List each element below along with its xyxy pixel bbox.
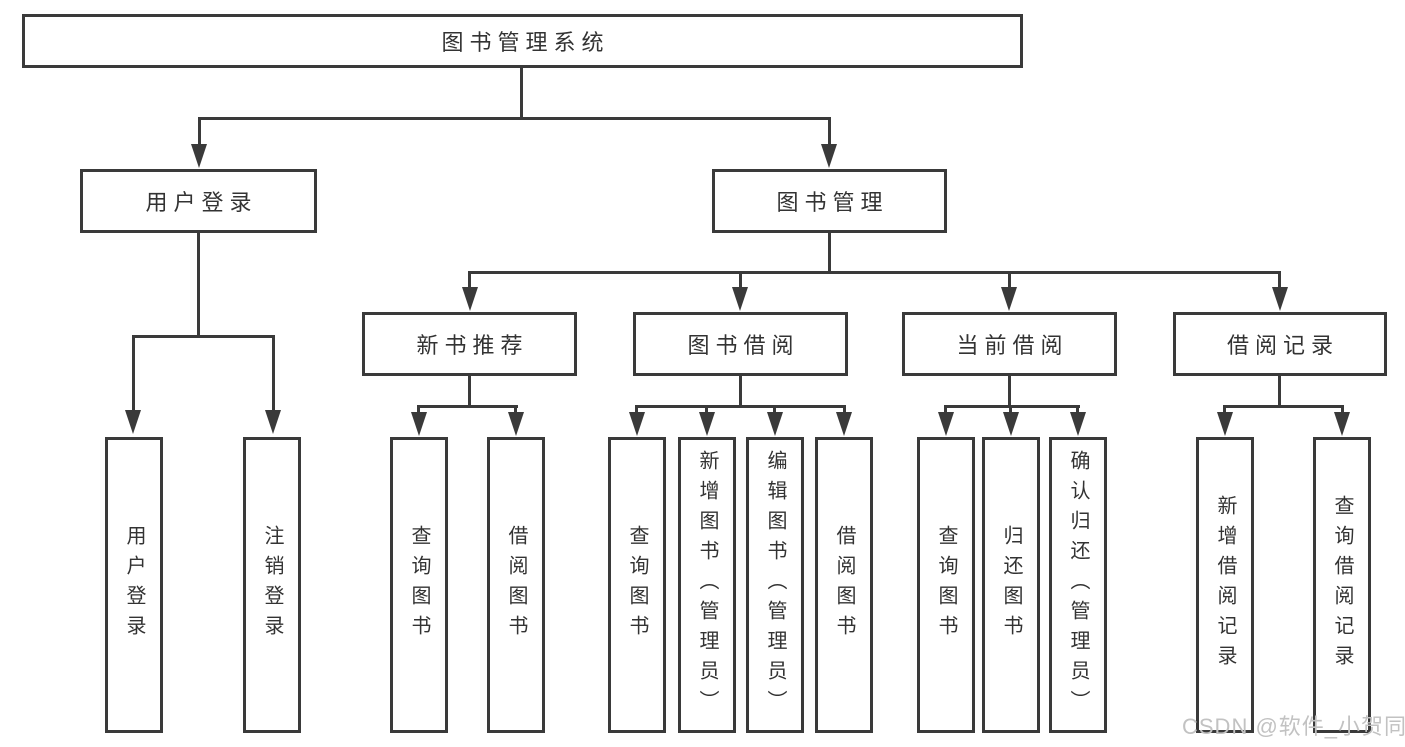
connector-arrowhead xyxy=(938,412,954,436)
connector-line xyxy=(1008,376,1011,407)
connector-line xyxy=(197,233,200,335)
leaf-borrow-books-borrowing: 借阅图书 xyxy=(815,437,873,733)
leaf-add-borrowing-record: 新增借阅记录 xyxy=(1196,437,1254,733)
connector-line xyxy=(635,405,638,415)
connector-line xyxy=(944,405,1080,408)
node-book-management: 图书管理 xyxy=(712,169,947,233)
connector-line xyxy=(132,335,135,410)
leaf-label: 归还图书 xyxy=(1000,525,1022,645)
leaf-label: 编辑图书（管理员） xyxy=(764,450,786,720)
connector-line xyxy=(1076,405,1079,415)
connector-arrowhead xyxy=(411,412,427,436)
connector-line xyxy=(1223,405,1226,415)
leaf-label: 确认归还（管理员） xyxy=(1067,450,1089,720)
connector-arrowhead xyxy=(1272,287,1288,311)
leaf-label: 借阅图书 xyxy=(833,525,855,645)
leaf-label: 查询图书 xyxy=(408,525,430,645)
leaf-edit-books-admin: 编辑图书（管理员） xyxy=(746,437,804,733)
node-book-borrowing: 图书借阅 xyxy=(633,312,848,376)
leaf-add-books-admin: 新增图书（管理员） xyxy=(678,437,736,733)
leaf-label: 查询图书 xyxy=(626,525,648,645)
connector-arrowhead xyxy=(699,412,715,436)
connector-arrowhead xyxy=(1070,412,1086,436)
connector-line xyxy=(944,405,947,415)
connector-line xyxy=(417,405,518,408)
connector-line xyxy=(132,335,275,338)
connector-line xyxy=(739,376,742,407)
leaf-query-books-recommend: 查询图书 xyxy=(390,437,448,733)
connector-line xyxy=(705,405,708,415)
node-borrowing-records: 借阅记录 xyxy=(1173,312,1387,376)
node-library-management-system: 图书管理系统 xyxy=(22,14,1023,68)
connector-arrowhead xyxy=(1217,412,1233,436)
connector-line xyxy=(468,271,471,289)
leaf-user-login: 用户登录 xyxy=(105,437,163,733)
leaf-query-books-borrowing: 查询图书 xyxy=(608,437,666,733)
connector-arrowhead xyxy=(265,410,281,434)
connector-line xyxy=(1341,405,1344,415)
connector-arrowhead xyxy=(836,412,852,436)
connector-line xyxy=(468,376,471,407)
node-user-login: 用户登录 xyxy=(80,169,317,233)
connector-arrowhead xyxy=(1001,287,1017,311)
connector-arrowhead xyxy=(732,287,748,311)
leaf-label: 新增图书（管理员） xyxy=(696,450,718,720)
connector-arrowhead xyxy=(508,412,524,436)
connector-arrowhead xyxy=(767,412,783,436)
connector-arrowhead xyxy=(125,410,141,434)
connector-line xyxy=(828,233,831,273)
connector-line xyxy=(635,405,846,408)
connector-line xyxy=(1278,376,1281,407)
connector-line xyxy=(198,117,201,146)
leaf-borrow-books-recommend: 借阅图书 xyxy=(487,437,545,733)
leaf-label: 查询图书 xyxy=(935,525,957,645)
leaf-label: 用户登录 xyxy=(123,525,145,645)
node-current-borrowing: 当前借阅 xyxy=(902,312,1117,376)
connector-arrowhead xyxy=(821,144,837,168)
leaf-return-books: 归还图书 xyxy=(982,437,1040,733)
connector-line xyxy=(1278,271,1281,289)
node-new-book-recommendation: 新书推荐 xyxy=(362,312,577,376)
leaf-logout: 注销登录 xyxy=(243,437,301,733)
connector-line xyxy=(514,405,517,415)
watermark: CSDN @软件_小贺同学 xyxy=(1182,714,1405,739)
connector-arrowhead xyxy=(1334,412,1350,436)
connector-arrowhead xyxy=(191,144,207,168)
leaf-confirm-return-admin: 确认归还（管理员） xyxy=(1049,437,1107,733)
leaf-label: 新增借阅记录 xyxy=(1214,495,1236,675)
connector-line xyxy=(843,405,846,415)
leaf-query-books-current: 查询图书 xyxy=(917,437,975,733)
connector-arrowhead xyxy=(1003,412,1019,436)
leaf-label: 注销登录 xyxy=(261,525,283,645)
connector-arrowhead xyxy=(462,287,478,311)
connector-line xyxy=(520,68,523,117)
connector-line xyxy=(198,117,831,120)
connector-line xyxy=(1223,405,1344,408)
connector-line xyxy=(468,271,1281,274)
connector-line xyxy=(272,335,275,410)
leaf-label: 查询借阅记录 xyxy=(1331,495,1353,675)
connector-line xyxy=(1009,405,1012,415)
connector-arrowhead xyxy=(629,412,645,436)
connector-line xyxy=(417,405,420,415)
connector-line xyxy=(1008,271,1011,289)
connector-line xyxy=(773,405,776,415)
connector-line xyxy=(739,271,742,289)
connector-line xyxy=(828,117,831,146)
leaf-query-borrowing-record: 查询借阅记录 xyxy=(1313,437,1371,733)
leaf-label: 借阅图书 xyxy=(505,525,527,645)
